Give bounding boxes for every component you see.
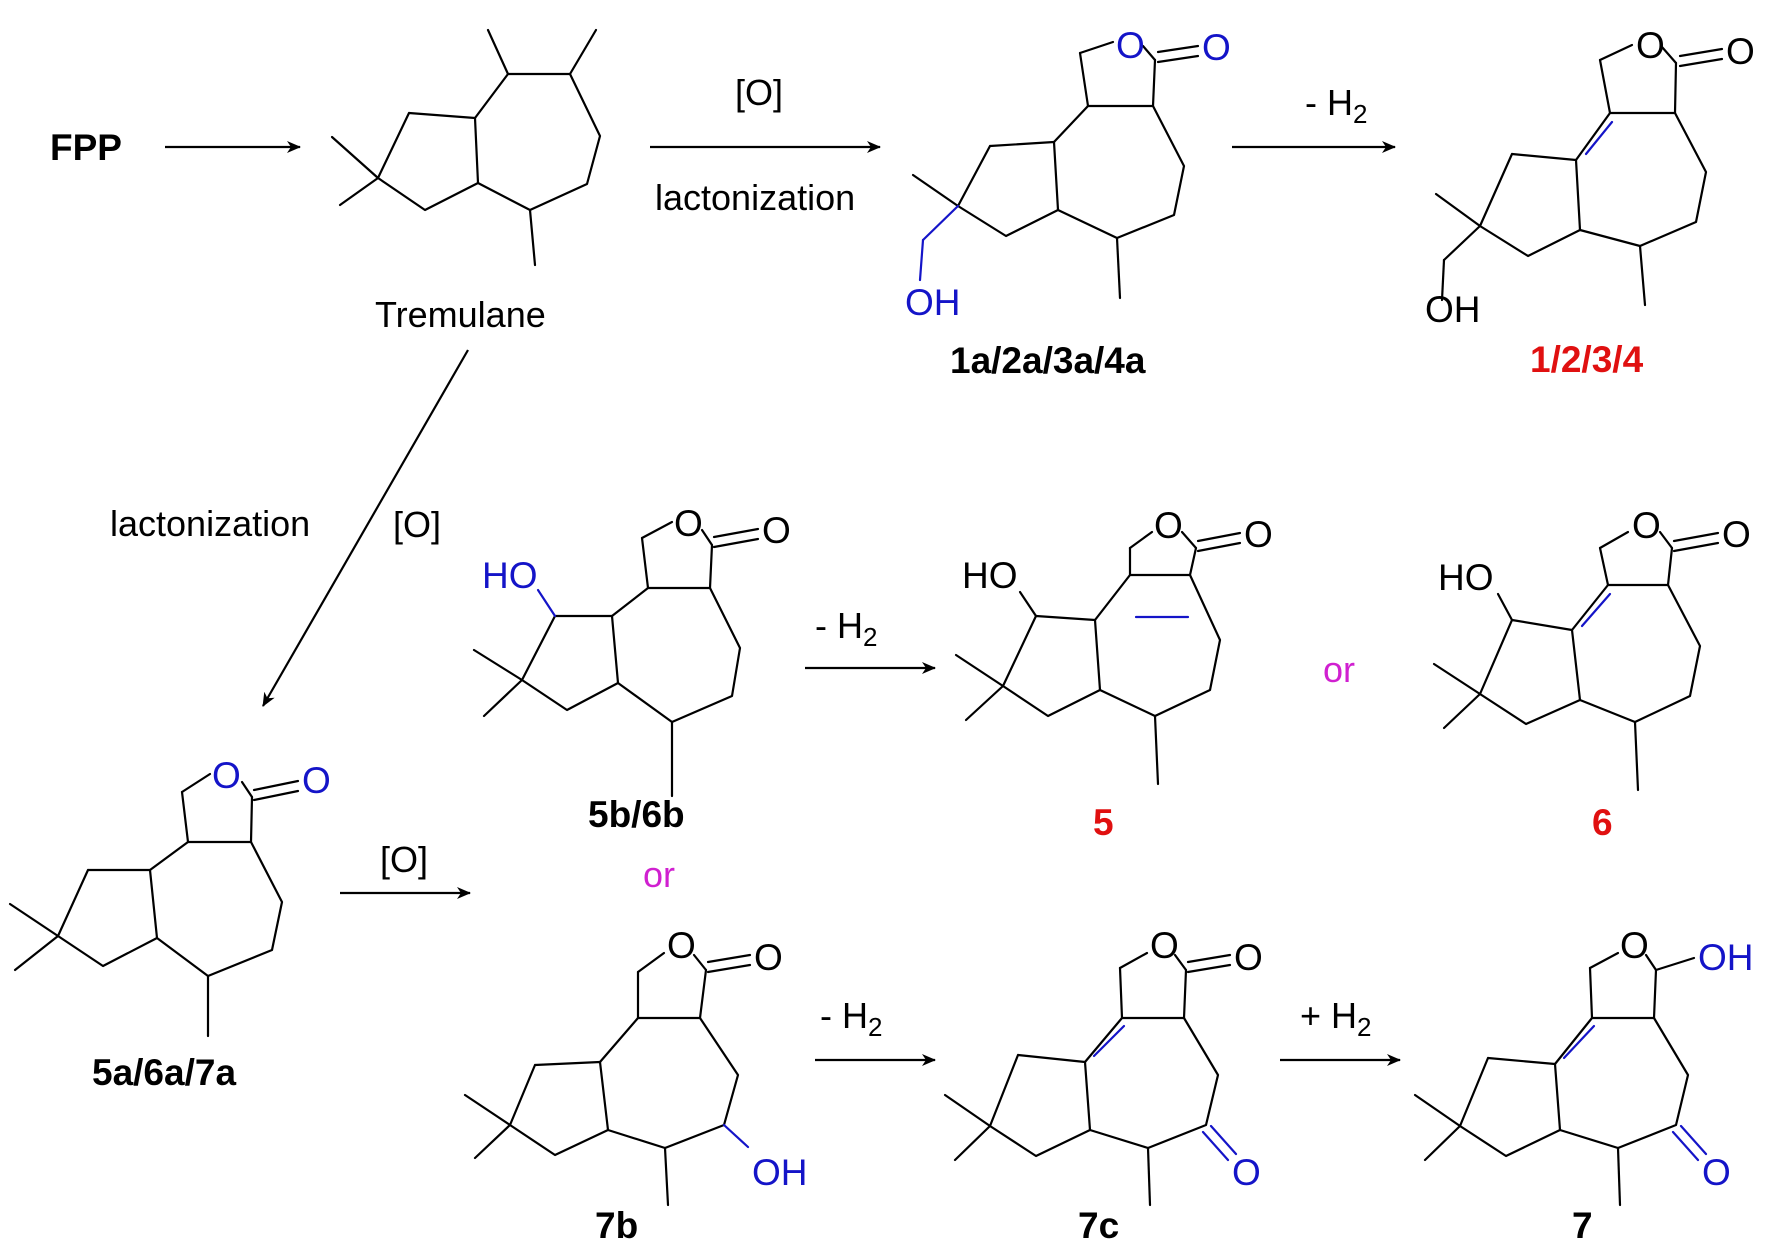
hydroxyl-group: HO [482,555,538,596]
compound-5-structure [954,530,1242,786]
hydroxyl-group: OH [1698,937,1754,978]
or-text: or [1323,649,1355,690]
compound-label-7: 7 [1572,1205,1593,1243]
compound-label-1-2-3-4: 1/2/3/4 [1530,339,1644,380]
oxygen-atom: O [1632,505,1661,546]
or-text: or [643,854,675,895]
oxygen-atom: O [1636,25,1665,66]
compound-label-7b: 7b [595,1205,638,1243]
compound-6-structure [1432,530,1720,792]
oxygen-atom: O [1232,1152,1261,1193]
oxygen-atom: O [1722,514,1751,555]
dehydrogenation-condition-2: - H2 [815,605,877,652]
compound-1a-structure [911,40,1200,300]
hydroxyl-group: OH [905,282,961,323]
oxygen-atom: O [1244,514,1273,555]
oxygen-atom: O [1150,925,1179,966]
hydroxyl-group: HO [1438,557,1494,598]
compound-label-1a-2a-3a-4a: 1a/2a/3a/4a [950,340,1146,381]
oxygen-atom: O [1154,505,1183,546]
hydrogenation-condition: + H2 [1300,995,1372,1042]
oxygen-atom: O [1702,1152,1731,1193]
compound-label-5b-6b: 5b/6b [588,794,685,835]
oxygen-atom: O [1620,925,1649,966]
dehydrogenation-condition-3: - H2 [820,995,882,1042]
oxidation-condition-3: [O] [380,839,428,880]
oxygen-atom: O [667,925,696,966]
oxygen-atom: O [1202,27,1231,68]
compound-label-5: 5 [1093,802,1114,843]
compound-7b-structure [463,951,752,1207]
tremulane-label: Tremulane [375,294,546,335]
oxidation-condition-1: [O] [735,72,783,113]
reaction-arrow-tremulane-to-5a [262,349,469,707]
oxygen-atom: O [302,760,331,801]
compound-label-6: 6 [1592,802,1613,843]
fpp-label: FPP [50,127,122,168]
oxygen-atom: O [1116,25,1145,66]
tremulane-structure [330,28,602,267]
dehydrogenation-condition-1: - H2 [1305,82,1367,129]
oxygen-atom: O [762,510,791,551]
hydroxyl-group: HO [962,555,1018,596]
compound-1-structure [1434,43,1724,307]
compound-7c-structure [943,951,1238,1207]
compound-label-7c: 7c [1078,1205,1119,1243]
oxygen-atom: O [1234,937,1263,978]
oxygen-atom: O [1726,31,1755,72]
compound-5a-structure [8,772,300,1038]
compound-5b-structure [472,520,760,798]
compound-7-structure [1413,951,1708,1207]
hydroxyl-group: OH [1425,289,1481,330]
oxidation-condition-2: [O] [393,504,441,545]
compound-label-5a-6a-7a: 5a/6a/7a [92,1052,236,1093]
hydroxyl-group: OH [752,1152,808,1193]
oxygen-atom: O [212,755,241,796]
oxygen-atom: O [674,503,703,544]
lactonization-condition-1: lactonization [655,177,855,218]
oxygen-atom: O [754,937,783,978]
lactonization-condition-2: lactonization [110,503,310,544]
